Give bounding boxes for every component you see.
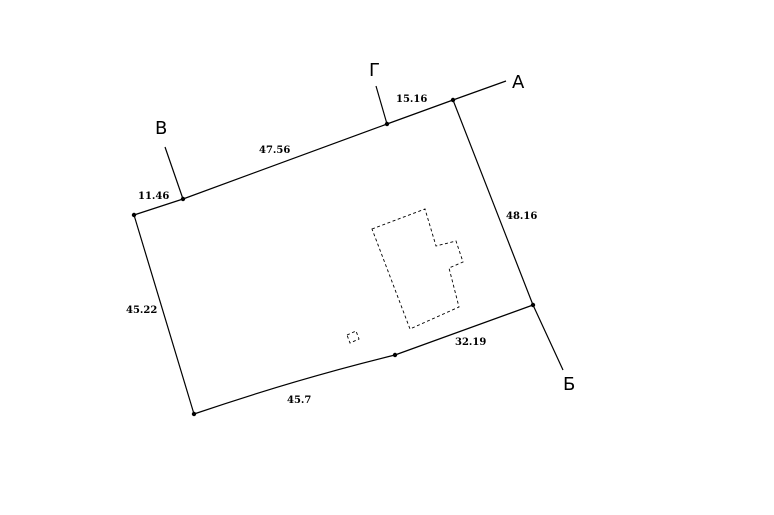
dimension-labels: 15.16 47.56 11.46 48.16 32.19 45.7 45.22 (126, 94, 537, 406)
dim-right: 48.16 (506, 211, 537, 222)
boundary-bottom-right (394, 304, 534, 356)
vertices (131, 97, 536, 417)
vertex (131, 212, 137, 218)
direction-rays (164, 80, 564, 371)
vertex (530, 302, 536, 308)
dim-top-right: 15.16 (396, 94, 427, 105)
vertex (191, 411, 197, 417)
boundary-top-left (133, 198, 184, 216)
boundary-top-mid (182, 123, 388, 200)
marker-g: Г (369, 60, 380, 81)
marker-v: В (155, 118, 167, 139)
ray-g (375, 85, 388, 125)
building-outline (371, 208, 464, 330)
vertex (384, 121, 390, 127)
ray-a (452, 80, 507, 101)
marker-a: А (512, 72, 525, 93)
vertex (450, 97, 456, 103)
ray-b (532, 304, 564, 371)
marker-b: Б (563, 374, 575, 395)
boundary-bottom-left (193, 354, 396, 415)
vertex (180, 196, 186, 202)
dim-top-left: 11.46 (138, 191, 169, 202)
small-structure-outline (346, 330, 360, 344)
parcel-boundary (133, 99, 534, 415)
dim-bottom-left: 45.7 (287, 395, 311, 406)
boundary-right (452, 99, 534, 306)
dim-left: 45.22 (126, 305, 157, 316)
vertex (392, 352, 398, 358)
dim-top-mid: 47.56 (259, 145, 290, 156)
dim-bottom-right: 32.19 (455, 337, 486, 348)
point-markers: А Б В Г (155, 60, 575, 395)
ray-v (164, 146, 184, 200)
boundary-top-right (386, 99, 454, 125)
boundary-left (133, 214, 195, 415)
